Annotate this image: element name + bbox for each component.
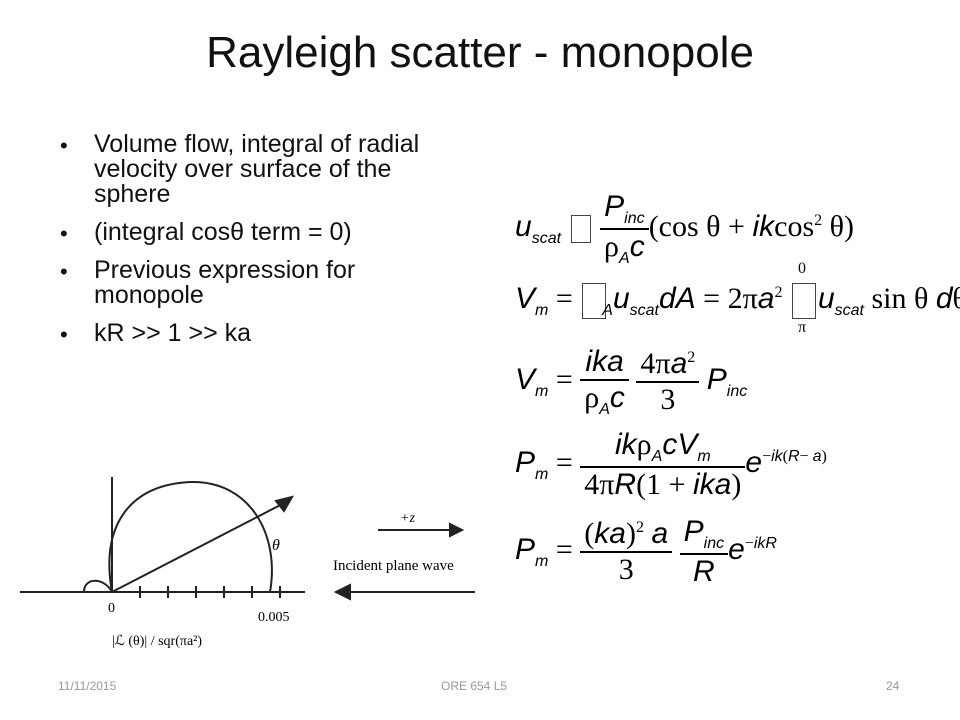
theta-arrow bbox=[111, 499, 291, 593]
scattering-pattern-figure: 0 0.005 |ℒ (θ)| / sqr(πa²) θ +z Incident… bbox=[20, 477, 475, 649]
plus-z-label: +z bbox=[400, 511, 415, 526]
small-lobe bbox=[83, 579, 113, 593]
bullet-item: •(integral cosθ term = 0) bbox=[60, 218, 352, 247]
axis-tick-label: 0.005 bbox=[258, 610, 290, 625]
incident-label: Incident plane wave bbox=[333, 558, 454, 574]
slide-title: Rayleigh scatter - monopole bbox=[206, 28, 754, 77]
plus-z-arrow-head-icon bbox=[449, 522, 465, 538]
bullet-item: •Volume flow, integral of radial velocit… bbox=[60, 130, 420, 208]
bullet-icon: • bbox=[60, 322, 68, 347]
footer-page: 24 bbox=[886, 679, 900, 693]
bullet-icon: • bbox=[60, 259, 68, 284]
bullet-item: •Previous expression for monopole bbox=[60, 256, 356, 309]
incident-arrow-head-icon bbox=[333, 583, 351, 601]
footer-date: 11/11/2015 bbox=[58, 679, 117, 693]
footer-course: ORE 654 L5 bbox=[441, 679, 508, 693]
arrow-head-icon bbox=[274, 495, 295, 513]
axis-zero-label: 0 bbox=[108, 601, 115, 616]
scatter-lobe bbox=[108, 480, 273, 593]
theta-label: θ bbox=[272, 537, 280, 554]
bullet-icon: • bbox=[60, 221, 68, 246]
bullet-list: •Volume flow, integral of radial velocit… bbox=[58, 132, 458, 359]
axis-label: |ℒ (θ)| / sqr(πa²) bbox=[112, 634, 202, 649]
bullet-icon: • bbox=[60, 133, 68, 158]
bullet-item: •kR >> 1 >> ka bbox=[60, 319, 252, 348]
